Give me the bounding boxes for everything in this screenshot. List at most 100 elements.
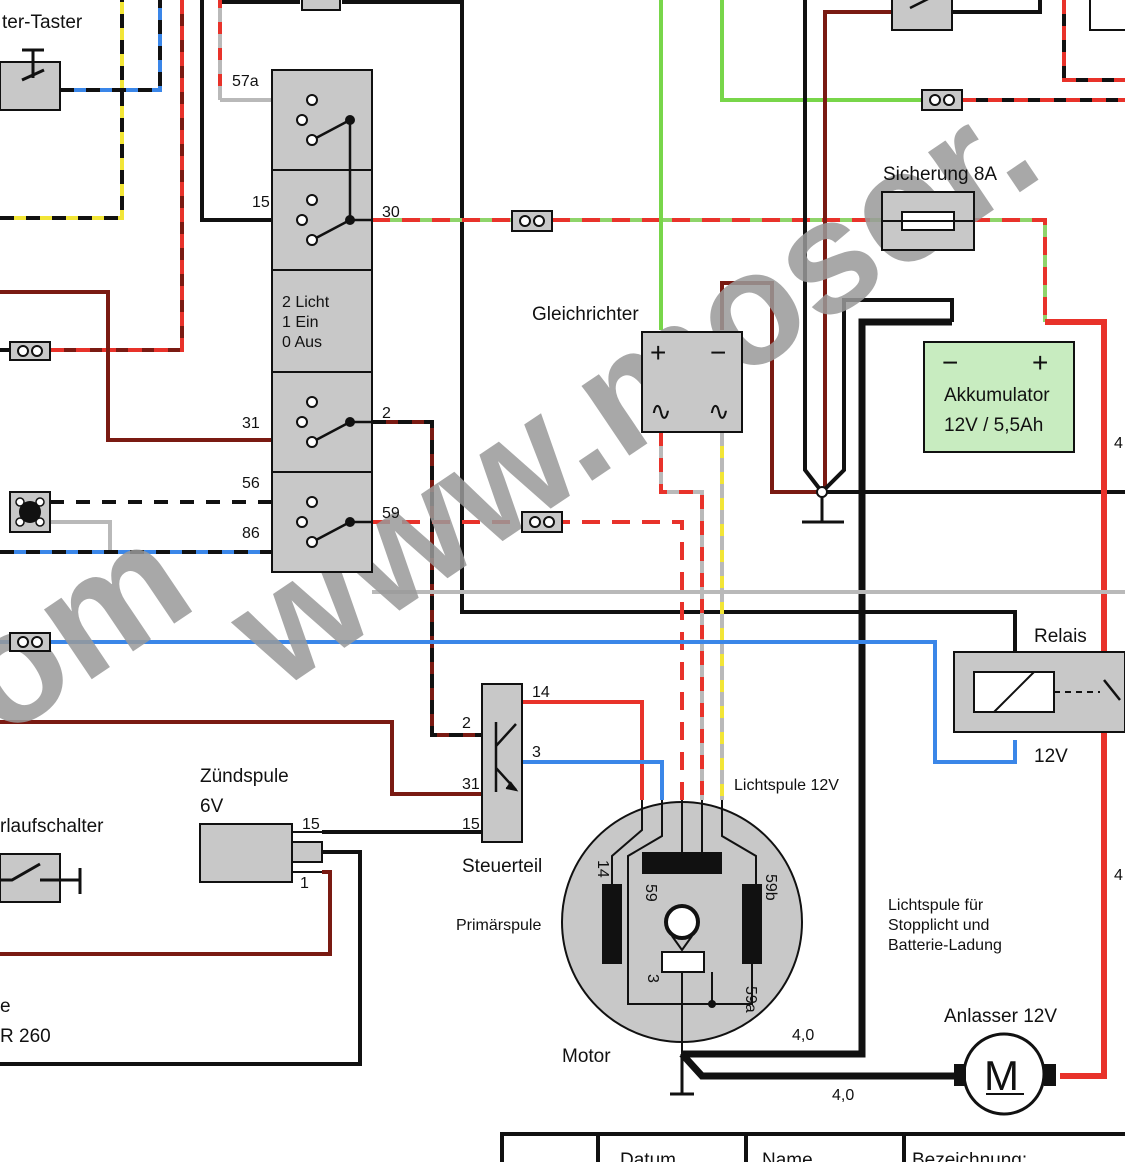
table-bezeichnung: Bezeichnung:	[912, 1150, 1027, 1162]
wire-blue-long	[50, 640, 1017, 764]
wire-darkred-left1-dash	[50, 0, 184, 352]
wire-zs1	[0, 870, 332, 956]
wire-size-1: 4,0	[792, 1027, 814, 1044]
connector-left	[9, 491, 51, 533]
wire-taster-left-dash	[0, 0, 124, 220]
idle-switch-label: rlaufschalter	[0, 816, 104, 837]
wire-st3	[522, 760, 664, 800]
pin-59: 59	[382, 505, 400, 522]
wire-gr-ac1-dash	[659, 432, 704, 800]
switch-legend-1: 1 Ein	[282, 314, 318, 331]
wire-motor-starter	[679, 1051, 960, 1080]
fuse-left-2	[9, 632, 51, 652]
wire-darkred-left1	[50, 0, 184, 352]
st-pin-14: 14	[532, 684, 550, 701]
light-switch: 2 Licht 1 Ein 0 Aus 57a 15 30 31 2 56 86…	[232, 69, 400, 573]
pin-31: 31	[242, 415, 260, 432]
pin-15: 15	[252, 194, 270, 211]
rectifier-minus: −	[710, 337, 726, 368]
rectifier-ac1: ∿	[650, 396, 672, 426]
wire-15-black	[200, 0, 300, 222]
wire-batt-minus	[820, 298, 954, 494]
wire-31-darkred	[0, 290, 300, 442]
wire-black-top-right	[952, 0, 1042, 14]
wire-zs-black	[0, 850, 362, 1066]
wire-59	[372, 520, 684, 800]
idle-switch: rlaufschalter	[0, 816, 104, 903]
wire-darkred-top	[823, 10, 892, 492]
battery: − + Akkumulator 12V / 5,5Ah	[923, 341, 1075, 453]
battery-title: Akkumulator	[944, 385, 1050, 406]
motor-pin-14: 14	[594, 860, 611, 878]
motor-ground	[670, 1054, 694, 1096]
relay: Relais 12V	[953, 626, 1125, 767]
wire-st14	[522, 700, 644, 800]
fuse-top	[301, 0, 341, 11]
st-pin-31: 31	[462, 776, 480, 793]
pin-2: 2	[382, 405, 391, 422]
title-table: Datum Name Bezeichnung:	[500, 1132, 1125, 1162]
pin-56: 56	[242, 475, 260, 492]
left-label-e: e	[0, 996, 11, 1017]
pin-86: 86	[242, 525, 260, 542]
wire-top-fuse-black	[222, 0, 1017, 660]
starter-m: M	[984, 1052, 1019, 1099]
lichtspule-label: Lichtspule 12V	[734, 777, 839, 794]
table-datum: Datum	[620, 1150, 676, 1162]
motor-pin-59b: 59b	[762, 874, 779, 901]
taster-label: ter-Taster	[2, 12, 83, 33]
starter-motor: M Anlasser 12V	[944, 1006, 1057, 1116]
battery-plus: +	[1032, 347, 1048, 378]
fuse-top-right	[921, 89, 963, 111]
main-fuse: Sicherung 8A	[881, 164, 997, 251]
table-name: Name	[762, 1150, 813, 1162]
primary-coil-label: Primärspule	[456, 917, 541, 934]
wire-30-dash	[372, 218, 1047, 322]
relay-voltage: 12V	[1034, 746, 1068, 767]
ignition-coil-voltage: 6V	[200, 796, 224, 817]
wire-size-2: 4,0	[832, 1087, 854, 1104]
wire-taster-blue-dash	[60, 0, 162, 92]
switch-legend-2: 2 Licht	[282, 294, 330, 311]
left-label-r260: R 260	[0, 1026, 51, 1047]
ignition-coil: Zündspule 6V 15 1	[199, 766, 323, 892]
zs-pin-1: 1	[300, 875, 309, 892]
lichtspule-note-3: Batterie-Ladung	[888, 937, 1002, 954]
box-top-right	[1089, 0, 1125, 31]
main-fuse-label: Sicherung 8A	[883, 164, 997, 185]
rectifier-plus: +	[650, 337, 666, 368]
st-pin-2: 2	[462, 715, 471, 732]
ground-node	[802, 486, 844, 524]
zs-pin-15: 15	[302, 816, 320, 833]
lichtspule-note-1: Lichtspule für	[888, 897, 984, 914]
battery-minus: −	[942, 347, 958, 378]
st-pin-15: 15	[462, 816, 480, 833]
pin-30: 30	[382, 204, 400, 221]
wire-thick-battery-motor	[682, 318, 952, 1058]
battery-spec: 12V / 5,5Ah	[944, 415, 1043, 436]
motor-label: Motor	[562, 1046, 611, 1067]
st-pin-3: 3	[532, 744, 541, 761]
rectifier: + − ∿ ∿ Gleichrichter	[532, 304, 743, 433]
wire-top-right-box-dash	[1062, 0, 1125, 82]
ignition-coil-label: Zündspule	[200, 766, 289, 787]
fuse-59	[521, 511, 563, 533]
right-label-4b: 4	[1114, 867, 1123, 884]
fuse-30	[511, 210, 553, 232]
switch-top-right	[891, 0, 953, 31]
wire-thin-black-top	[803, 0, 824, 494]
taster-component: ter-Taster	[0, 12, 83, 111]
wire-green-top	[720, 0, 922, 102]
wires	[0, 0, 1125, 1080]
pin-57a: 57a	[232, 73, 259, 90]
right-label-4a: 4	[1114, 435, 1123, 452]
lichtspule-note-2: Stopplicht und	[888, 917, 989, 934]
rectifier-label: Gleichrichter	[532, 304, 639, 325]
control-unit: 14 3 2 31 15 Steuerteil	[462, 683, 550, 877]
motor-pin-59: 59	[642, 884, 659, 902]
wire-2-dash	[372, 420, 482, 737]
starter-label: Anlasser 12V	[944, 1006, 1057, 1027]
wire-st31	[0, 720, 482, 796]
rectifier-ac2: ∿	[708, 396, 730, 426]
